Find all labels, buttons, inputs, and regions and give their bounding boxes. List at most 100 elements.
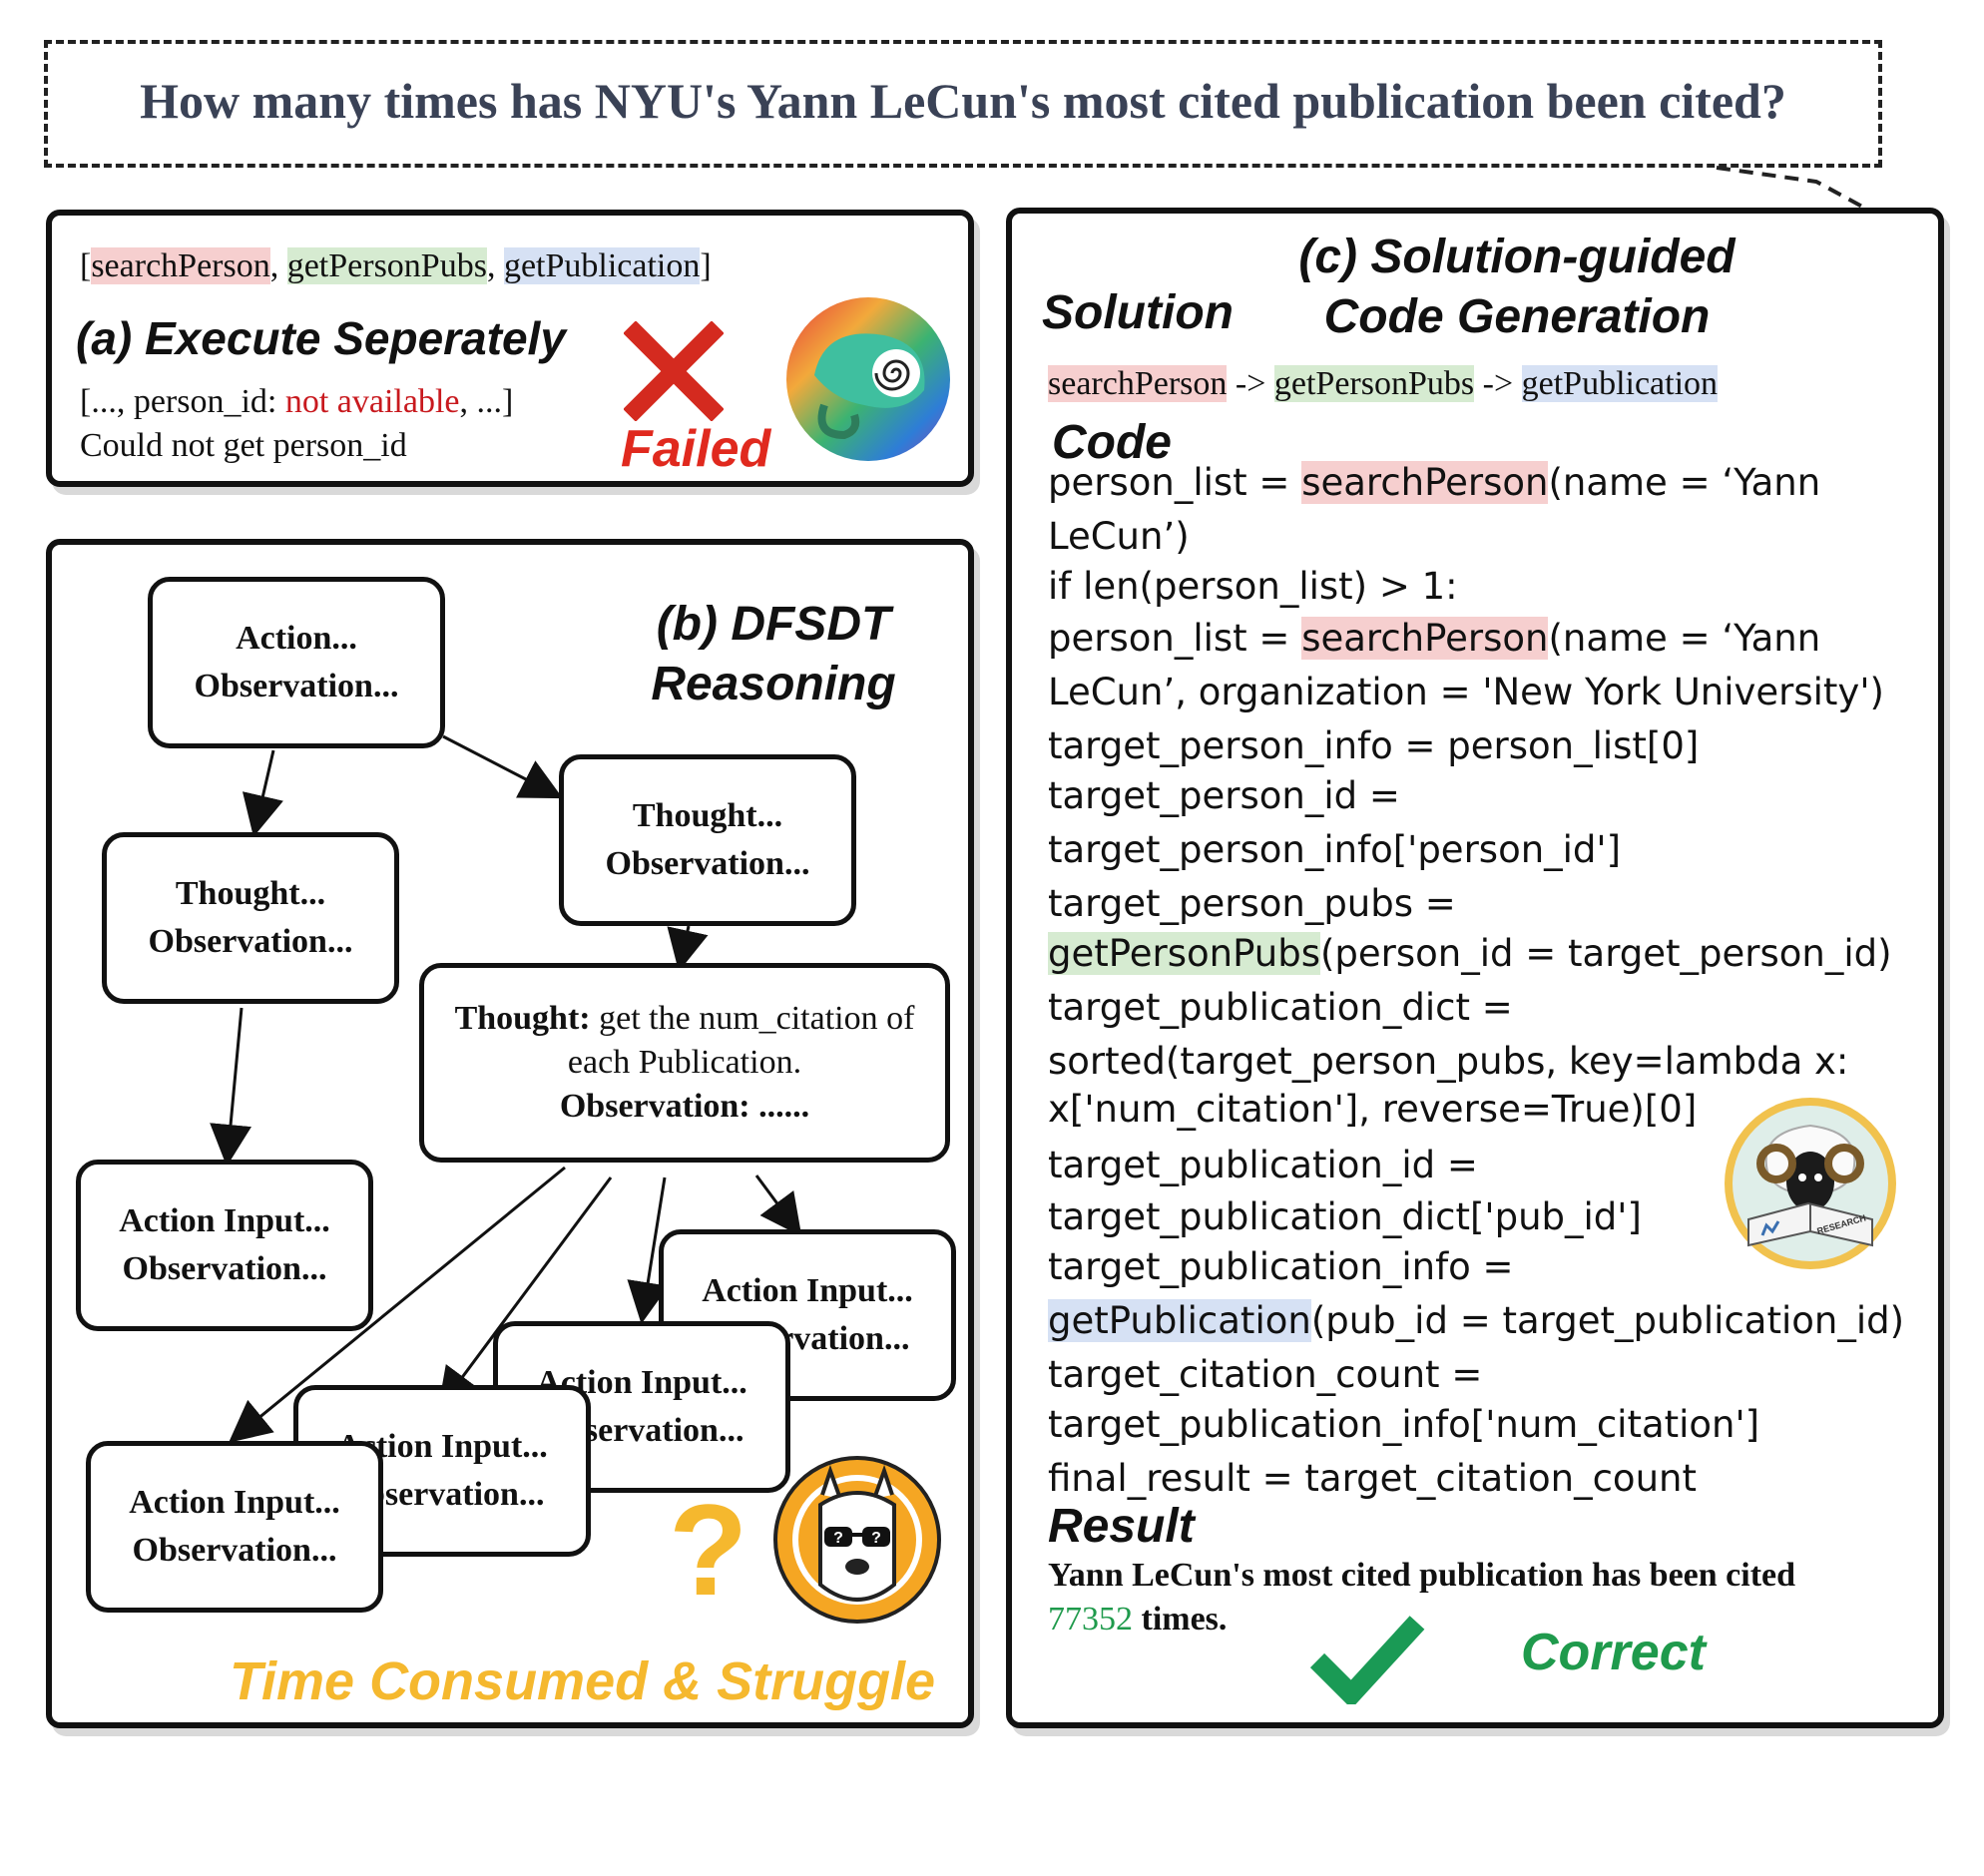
panel-a-title: (a) Execute Seperately bbox=[76, 312, 566, 364]
panel-b-title-line1: (b) DFSDT bbox=[656, 598, 891, 651]
tool-sep: , bbox=[486, 247, 504, 284]
code-text: (pub_id = target_publication_id) bbox=[1310, 1299, 1905, 1342]
panel-b-title-line2: Reasoning bbox=[651, 658, 896, 710]
dfsdt-edges bbox=[210, 734, 802, 1443]
code-line: target_person_info['person_id'] bbox=[1048, 828, 1622, 871]
chain-arrow: -> bbox=[1227, 365, 1274, 402]
node-action-input-left: Action Input...Observation... bbox=[76, 1160, 373, 1331]
chain-searchperson: searchPerson bbox=[1048, 365, 1228, 402]
tool-list-close: ] bbox=[700, 247, 712, 284]
code-line: target_publication_id = bbox=[1048, 1144, 1478, 1186]
code-line: target_person_id = bbox=[1048, 774, 1400, 817]
code-line: person_list = searchPerson(name = ‘Yann bbox=[1048, 461, 1820, 504]
code-line: getPublication(pub_id = target_publicati… bbox=[1048, 1299, 1904, 1342]
panel-a-message: Could not get person_id bbox=[80, 427, 407, 464]
code-fn-searchperson: searchPerson bbox=[1301, 617, 1549, 660]
code-fn-searchperson: searchPerson bbox=[1301, 461, 1549, 504]
code-line: target_publication_info = bbox=[1048, 1245, 1514, 1288]
question-mark-icon: ? bbox=[669, 1477, 748, 1623]
cross-icon bbox=[624, 321, 724, 421]
code-line: x['num_citation'], reverse=True)[0] bbox=[1048, 1088, 1698, 1131]
node-line: Observation... bbox=[194, 668, 399, 704]
node-action-input-stack-4: Action Input... Observation... bbox=[86, 1441, 383, 1613]
svg-text:?: ? bbox=[871, 1530, 881, 1547]
node-line: Observation... bbox=[132, 1532, 337, 1569]
node-line: Thought... bbox=[632, 797, 783, 834]
panel-c-title-line1: (c) Solution-guided bbox=[1298, 231, 1736, 283]
node-thought-left: Thought...Observation... bbox=[102, 832, 399, 1004]
code-line: final_result = target_citation_count bbox=[1048, 1457, 1697, 1500]
panel-b-title: (b) DFSDT Reasoning bbox=[639, 595, 908, 714]
node-line: Thought... bbox=[175, 875, 326, 912]
code-line: target_publication_info['num_citation'] bbox=[1048, 1403, 1760, 1446]
tool-searchperson: searchPerson bbox=[91, 247, 270, 284]
chain-arrow: -> bbox=[1474, 365, 1522, 402]
sheep-research-logo-icon: RESEARCH bbox=[1725, 1098, 1896, 1269]
checkmark-icon bbox=[1309, 1616, 1425, 1704]
chameleon-logo-icon bbox=[786, 297, 950, 461]
tool-getpublication: getPublication bbox=[503, 247, 701, 284]
code-line: getPersonPubs(person_id = target_person_… bbox=[1048, 932, 1892, 975]
edge bbox=[210, 1007, 251, 1167]
code-line: if len(person_list) > 1: bbox=[1048, 565, 1458, 608]
code-label: Code bbox=[1052, 416, 1172, 469]
panel-b-footer: Time Consumed & Struggle bbox=[230, 1651, 936, 1711]
node-line: Observation: ...... bbox=[559, 1088, 810, 1125]
code-line: target_publication_dict = bbox=[1048, 986, 1513, 1029]
result-number: 77352 bbox=[1048, 1601, 1133, 1638]
code-fn-getpersonpubs: getPersonPubs bbox=[1048, 932, 1320, 975]
tool-list-open: [ bbox=[80, 247, 92, 284]
code-text: person_list = bbox=[1048, 461, 1302, 504]
edge bbox=[754, 1174, 802, 1237]
tool-getpersonpubs: getPersonPubs bbox=[286, 247, 487, 284]
code-line: target_publication_dict['pub_id'] bbox=[1048, 1195, 1642, 1238]
edge bbox=[437, 1176, 613, 1411]
correct-label: Correct bbox=[1521, 1624, 1706, 1681]
chain-getpublication: getPublication bbox=[1521, 365, 1719, 402]
llama-logo-icon: ? ? bbox=[773, 1456, 941, 1624]
output-prefix: [..., person_id: bbox=[80, 383, 285, 420]
code-text: person_list = bbox=[1048, 617, 1302, 660]
code-line: target_person_info = person_list[0] bbox=[1048, 724, 1700, 767]
question-box: How many times has NYU's Yann LeCun's mo… bbox=[44, 40, 1882, 168]
result-line-1: Yann LeCun's most cited publication has … bbox=[1048, 1557, 1796, 1594]
result-suffix: times. bbox=[1133, 1601, 1228, 1638]
code-line: sorted(target_person_pubs, key=lambda x: bbox=[1048, 1040, 1849, 1083]
chain-getpersonpubs: getPersonPubs bbox=[1273, 365, 1475, 402]
question-text: How many times has NYU's Yann LeCun's mo… bbox=[140, 73, 1786, 129]
node-thought-num-citation: Thought: get the num_citation of each Pu… bbox=[419, 963, 950, 1163]
node-line: Observation... bbox=[122, 1250, 327, 1287]
node-line: Action... bbox=[236, 620, 357, 657]
svg-text:?: ? bbox=[833, 1530, 843, 1547]
code-line: target_person_pubs = bbox=[1048, 882, 1456, 925]
panel-c-title: (c) Solution-guided Code Generation bbox=[1297, 228, 1736, 347]
node-line: Action Input... bbox=[129, 1484, 340, 1521]
node-line: Action Input... bbox=[702, 1272, 913, 1309]
edge bbox=[667, 925, 709, 972]
thought-text: get the num_citation of bbox=[590, 1000, 915, 1037]
result-line-2: 77352 times. bbox=[1048, 1601, 1227, 1639]
code-text: (person_id = target_person_id) bbox=[1319, 932, 1892, 975]
panel-a-output: [..., person_id: not available, ...] bbox=[80, 383, 513, 421]
node-line: Observation... bbox=[605, 845, 810, 882]
node-action-root: Action... Observation... bbox=[148, 577, 445, 748]
tool-list: [searchPerson, getPersonPubs, getPublica… bbox=[80, 247, 712, 285]
question-connector bbox=[1716, 166, 1887, 222]
code-line: target_citation_count = bbox=[1048, 1353, 1483, 1396]
node-thought-right: Thought... Observation... bbox=[559, 754, 856, 926]
code-text: (name = ‘Yann bbox=[1548, 461, 1821, 504]
result-label: Result bbox=[1048, 1500, 1195, 1553]
edge bbox=[442, 734, 563, 799]
edge bbox=[627, 1176, 669, 1324]
code-line: person_list = searchPerson(name = ‘Yann bbox=[1048, 617, 1820, 660]
tool-sep: , bbox=[269, 247, 287, 284]
code-line: LeCun’) bbox=[1048, 515, 1190, 558]
edge bbox=[242, 749, 283, 837]
solution-label: Solution bbox=[1042, 286, 1234, 339]
output-suffix: , ...] bbox=[459, 383, 514, 420]
node-line: Thought: get the num_citation of bbox=[424, 997, 945, 1041]
solution-chain: searchPerson -> getPersonPubs -> getPubl… bbox=[1048, 365, 1719, 403]
thought-label: Thought: bbox=[454, 1000, 591, 1037]
edge bbox=[229, 1166, 566, 1443]
code-line: LeCun’, organization = 'New York Univers… bbox=[1048, 671, 1884, 713]
